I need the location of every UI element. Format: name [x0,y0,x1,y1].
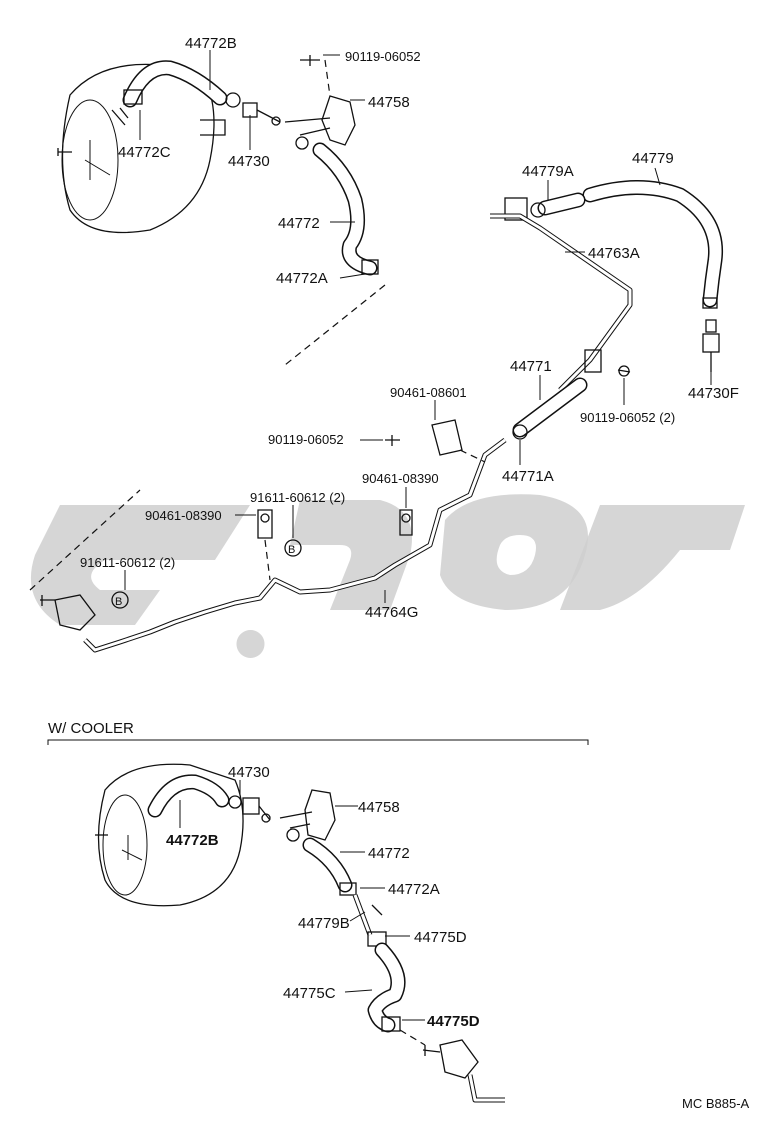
leader-lines-bottom [179,780,425,1021]
label-44730F: 44730F [688,385,739,402]
label-90461-08390-a: 90461-08390 [362,471,439,486]
hose-44775C [367,931,406,1033]
badge-b-1: B [284,539,302,557]
label-cooler-44758: 44758 [358,799,400,816]
cooler-section-header: W/ COOLER [47,720,589,745]
label-44772C: 44772C [118,144,171,161]
label-44772: 44772 [278,215,320,232]
hose-44772-bottom [302,837,357,896]
footer-diagram-code: MC B885-A [682,1096,750,1111]
label-44758: 44758 [368,94,410,111]
label-44772B: 44772B [185,35,237,52]
leader-lines-top [124,50,712,603]
bracket-44758-top [284,55,356,150]
label-90461-08601: 90461-08601 [390,385,467,400]
label-44772A: 44772A [276,270,328,287]
label-90119-06052-a: 90119-06052 [345,49,421,64]
label-44771: 44771 [510,358,552,375]
pipe-44763A [490,213,633,392]
check-valve-44730F [702,319,720,372]
brake-booster-top [57,63,226,234]
check-valve-44730-bottom [228,795,271,823]
labels-bottom: 44730 44758 44772B 44772 44772A 44779B 4… [166,764,480,1030]
label-cooler-44772B: 44772B [166,832,219,849]
watermark-logo [30,494,745,658]
leader-dash-top [284,284,386,366]
hose-44772B-bottom [147,774,230,818]
label-44763A: 44763A [588,245,640,262]
hose-44779A [504,192,586,221]
hose-44771 [512,349,631,440]
label-cooler-44775D-b: 44775D [427,1013,480,1030]
badge-b-2: B [111,591,129,609]
pipe-44779B [352,894,383,936]
label-cooler-44779B: 44779B [298,915,350,932]
clip-90461-08390-left [257,509,273,581]
hose-44772-top [312,142,379,276]
clip-90461-08601 [385,419,486,463]
cooler-section-title: W/ COOLER [48,720,134,737]
brake-booster-bottom [95,763,244,907]
label-cooler-44772A: 44772A [388,881,440,898]
label-90119-06052-2: 90119-06052 (2) [580,410,675,425]
label-90461-08390-b: 90461-08390 [145,508,222,523]
bracket-44758-bottom [279,789,336,842]
label-cooler-44730: 44730 [228,764,270,781]
fitting-bottom [399,1029,505,1103]
label-44779A: 44779A [522,163,574,180]
check-valve-44730-top [225,92,281,126]
label-44779: 44779 [632,150,674,167]
svg-text:B: B [288,544,295,556]
label-91611-60612-a: 91611-60612 (2) [250,490,345,505]
clip-90461-08390-right [399,509,413,536]
label-44730: 44730 [228,153,270,170]
labels-top: 44772B 90119-06052 44758 44772C 44730 44… [80,35,739,621]
label-44764G: 44764G [365,604,418,621]
hose-44772B-top [111,60,228,126]
pipe-44764G [83,438,507,653]
hose-44779 [582,180,724,309]
label-44771A: 44771A [502,468,554,485]
label-90119-06052-c: 90119-06052 [268,432,344,447]
label-cooler-44775C: 44775C [283,985,336,1002]
label-91611-60612-b: 91611-60612 (2) [80,555,175,570]
svg-text:B: B [115,596,122,608]
label-cooler-44775D-a: 44775D [414,929,467,946]
fitting-left [29,489,141,631]
label-cooler-44772: 44772 [368,845,410,862]
